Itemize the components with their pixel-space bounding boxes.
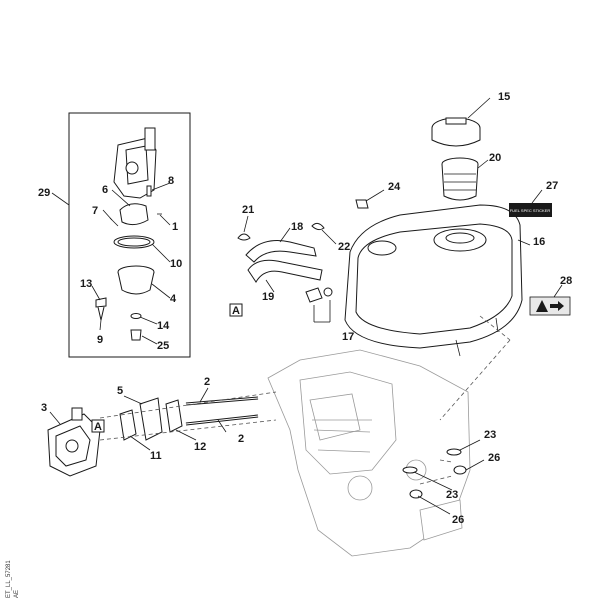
part-28-warning-label [529,296,571,316]
callout-18: 18 [291,221,303,233]
callout-24: 24 [388,181,401,193]
part-4-float-bowl [117,265,155,295]
callout-12: 12 [194,441,206,453]
callout-7: 7 [92,205,98,217]
callout-5: 5 [117,385,123,397]
drawing-code: ET_LL_57281 [6,560,12,598]
callout-15: 15 [498,91,510,103]
part-23-washer-right [446,448,462,456]
callout-22: 22 [338,241,350,253]
part-14-washer [130,313,142,319]
callout-1: 1 [172,221,178,233]
callout-13: 13 [80,278,92,290]
part-19-fuel-hose-lower [247,259,323,283]
callout-29: 29 [38,187,50,199]
callout-21: 21 [242,204,254,216]
marker-a-upper-text: A [232,305,240,317]
part-5-insulator [139,397,163,441]
reference-marker-a-lower: A [91,419,105,433]
callout-11: 11 [150,450,162,462]
callout-2-upper: 2 [204,376,210,388]
reference-marker-a-upper: A [229,303,243,317]
callout-26-right: 26 [488,452,500,464]
part-21-clamp [237,233,251,241]
engine-crankcase [267,349,471,557]
callout-19: 19 [262,291,274,303]
part-13-screw [95,297,107,308]
part-20-fuel-strainer [441,157,479,201]
part-27-fuel-label: FUEL SPEC STICKER [509,203,552,217]
callout-25: 25 [157,340,169,352]
part-25-bolt [130,329,142,341]
callout-8: 8 [168,175,174,187]
callout-3: 3 [41,402,47,414]
part-23-washer-left [402,466,418,474]
callout-17: 17 [342,331,354,343]
label-27-text: FUEL SPEC STICKER [510,208,551,213]
callout-20: 20 [489,152,501,164]
part-6-float [119,203,149,226]
callout-4: 4 [170,293,177,305]
part-26-nut-left [409,489,423,499]
callout-23-left: 23 [446,489,458,501]
callout-6: 6 [102,184,108,196]
part-8-jet [146,185,152,197]
callout-10: 10 [170,258,182,270]
part-17-fuel-valve [305,287,333,303]
part-11-gasket [119,409,137,441]
part-2-stud-lower [185,414,259,426]
callout-26-left: 26 [452,514,464,526]
inset-leader-lines [51,182,171,345]
part-18-fuel-hose-upper [245,240,317,263]
callouts: 15 20 24 27 16 28 21 18 22 19 17 29 6 8 … [38,91,572,526]
part-2-stud-upper [185,396,259,406]
part-26-nut-right [453,465,467,475]
callout-9: 9 [97,334,103,346]
callout-28: 28 [560,275,572,287]
callout-2-lower: 2 [238,433,244,445]
part-24-bolt [355,199,369,209]
carburetor-body-inset [113,127,157,199]
part-3-carburetor [47,407,101,477]
callout-14: 14 [157,320,170,332]
engine-leader-lines [49,387,485,515]
marker-a-lower-text: A [94,421,102,433]
fuel-leader-lines [243,215,337,323]
callout-16: 16 [533,236,545,248]
callout-27: 27 [546,180,558,192]
part-16-fuel-tank [344,204,523,357]
drawing-code-suffix: AE [14,590,20,598]
part-15-fuel-cap [431,117,481,147]
assembly-dashed-lines [99,315,511,485]
part-22-clamp [311,222,325,231]
part-12-gasket [165,399,183,433]
callout-23-right: 23 [484,429,496,441]
